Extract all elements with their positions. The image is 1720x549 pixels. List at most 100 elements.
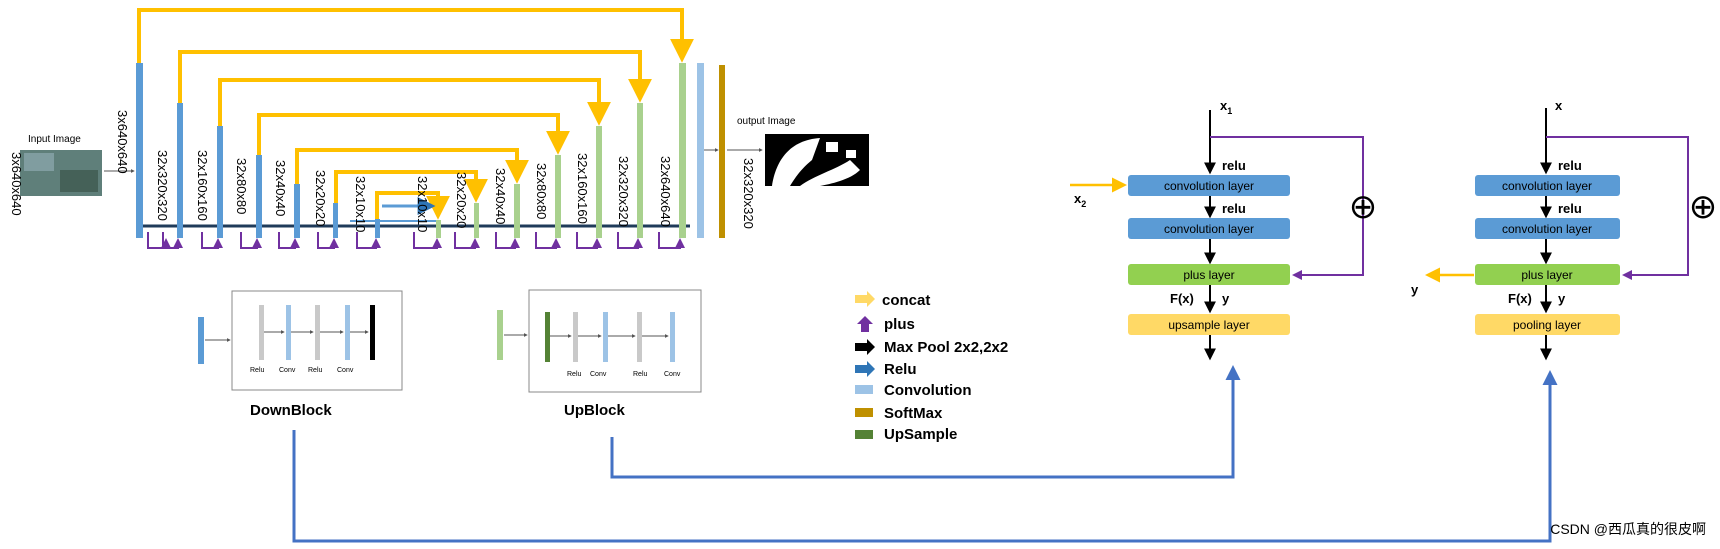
upblock-oplus-icon: ⊕: [1349, 188, 1378, 226]
decoder-bar-2: [474, 203, 479, 238]
downblock-oplus-icon: ⊕: [1689, 188, 1718, 226]
downblock-label: Relu: [250, 367, 265, 374]
downblock-relu-bar: [315, 305, 320, 360]
dim-label: 3x640x640: [115, 110, 130, 174]
downblock-plus-label: plus layer: [1521, 268, 1572, 282]
upblock-upsample-label: upsample layer: [1168, 318, 1249, 332]
downblock-conv2-box: [1475, 218, 1620, 239]
encoder-dim-labels: 3x640x640 32x320x320 32x160x160 32x80x80…: [115, 110, 368, 232]
concat-skip-7: [375, 191, 450, 220]
decoder-bar-7: [679, 63, 686, 238]
downblock-label: Conv: [337, 367, 354, 374]
downblock-y-label: y: [1558, 291, 1566, 306]
legend-relu-label: Relu: [884, 361, 917, 378]
watermark: CSDN @西瓜真的很皮啊: [1550, 521, 1706, 537]
downblock-conv1-box: [1475, 175, 1620, 196]
legend-softmax-label: SoftMax: [884, 405, 943, 422]
upblock-conv2-label: convolution layer: [1164, 222, 1254, 236]
plus-link: [317, 232, 339, 249]
final-conv-bar: [697, 63, 704, 238]
upblock-y-label: y: [1222, 291, 1230, 306]
plus-link: [240, 232, 262, 249]
upblock-plus-label: plus layer: [1183, 268, 1234, 282]
dim-label: 32x10x10: [415, 176, 430, 232]
plus-link: [278, 232, 300, 249]
encoder-bar-5: [294, 184, 300, 238]
decoder-bar-5: [596, 126, 602, 238]
dim-label: 32x80x80: [234, 158, 249, 214]
plus-link: [576, 232, 602, 249]
legend-maxpool-icon: [855, 339, 875, 355]
encoder-bar-7: [375, 219, 380, 238]
downblock-pool-bar: [370, 305, 375, 360]
decoder-bar-1: [436, 220, 441, 238]
plus-link: [617, 232, 643, 249]
downblock-relu-bar: [259, 305, 264, 360]
upblock-residual-path: [1210, 136, 1364, 280]
plus-link: [147, 232, 171, 249]
downblock-label: Conv: [279, 367, 296, 374]
legend-plus-label: plus: [884, 316, 915, 333]
output-mask-shape: [826, 142, 838, 152]
plus-link: [454, 232, 480, 249]
input-image-texture: [24, 153, 54, 171]
concat-skip-1: [137, 8, 694, 63]
upblock-label: Relu: [633, 371, 648, 378]
concat-skip-6: [334, 170, 488, 203]
plus-link: [201, 232, 223, 249]
downblock-label: Relu: [308, 367, 323, 374]
output-mask-shape: [846, 150, 856, 158]
dim-label: 32x160x160: [195, 150, 210, 221]
upblock-conv-bar: [603, 312, 608, 362]
concat-connections: [137, 8, 694, 220]
dim-label: 32x320x320: [155, 150, 170, 221]
upblock-conv-bar: [670, 312, 675, 362]
upblock-detail: x1 relu x2 convolution layer relu convol…: [1070, 98, 1378, 361]
encoder-bar-1: [136, 63, 143, 238]
legend-upsample-swatch: [855, 430, 873, 439]
upblock-upsample-bar: [545, 312, 550, 362]
upblock-label: Relu: [567, 371, 582, 378]
downblock-fx-label: F(x): [1508, 291, 1532, 306]
concat-skip-4: [257, 113, 570, 155]
upblock-relu-bar: [573, 312, 578, 362]
downblock-y-output-label: y: [1411, 282, 1419, 297]
plus-connections: [147, 232, 685, 249]
downblock-relu1-label: relu: [1558, 158, 1582, 173]
upblock-detail-link: [610, 365, 1241, 479]
legend-concat-icon: [855, 291, 875, 307]
unet-network: Input Image 3x640x640: [9, 8, 869, 249]
upblock-conv1-box: [1128, 175, 1290, 196]
softmax-bar: [719, 65, 725, 238]
plus-link: [413, 232, 442, 249]
input-image-label: Input Image: [28, 134, 81, 145]
upblock-plus-box: [1128, 264, 1290, 285]
downblock-title: DownBlock: [250, 402, 332, 419]
upblock-relu1-label: relu: [1222, 158, 1246, 173]
downblock-conv-bar: [345, 305, 350, 360]
legend-plus-icon: [857, 316, 873, 332]
plus-link: [495, 232, 520, 249]
downblock-conv2-label: convolution layer: [1502, 222, 1592, 236]
concat-skip-3: [218, 78, 611, 126]
downblock-diagram: Relu Conv Relu Conv DownBlock: [198, 290, 403, 419]
dim-label: 32x20x20: [454, 172, 469, 228]
concat-skip-2: [178, 50, 652, 103]
plus-link: [658, 232, 685, 249]
legend-maxpool-label: Max Pool 2x2,2x2: [884, 339, 1008, 356]
downblock-conv-bar: [286, 305, 291, 360]
legend-convolution-label: Convolution: [884, 382, 971, 399]
upblock-x2-label: x2: [1074, 191, 1086, 209]
downblock-input-bar: [198, 317, 204, 364]
downblock-relu2-label: relu: [1558, 201, 1582, 216]
legend-upsample-label: UpSample: [884, 426, 957, 443]
dim-label: 32x20x20: [313, 170, 328, 226]
upblock-fx-label: F(x): [1170, 291, 1194, 306]
legend-relu-icon: [855, 361, 875, 377]
dim-label: 32x10x10: [353, 176, 368, 232]
encoder-bar-4: [256, 155, 262, 238]
downblock-pooling-label: pooling layer: [1513, 318, 1581, 332]
decoder-bar-4: [555, 155, 561, 238]
dim-label: 32x640x640: [658, 156, 673, 227]
